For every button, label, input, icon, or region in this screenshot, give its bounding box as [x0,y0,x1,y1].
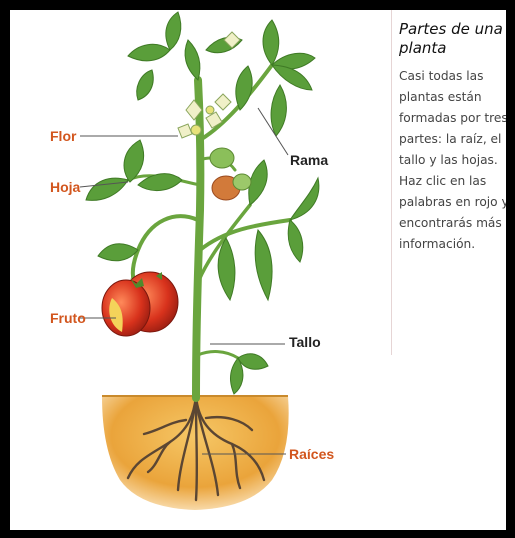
tomato-fruit [102,272,178,336]
stem [128,65,290,398]
label-flor[interactable]: Flor [50,128,76,144]
panel-divider [391,10,392,355]
label-fruto[interactable]: Fruto [50,310,86,326]
small-fruits [210,148,251,200]
label-raices[interactable]: Raíces [289,446,334,462]
label-hoja[interactable]: Hoja [50,179,80,195]
panel-title: Partes de una planta [399,20,506,58]
label-tallo: Tallo [289,334,321,350]
panel-description: Casi todas las plantas están formadas po… [399,66,506,255]
label-rama: Rama [290,152,328,168]
info-panel: Partes de una planta Casi todas las plan… [399,20,506,255]
content-frame: Flor Hoja Fruto Rama Tallo Raíces Partes… [10,10,506,530]
